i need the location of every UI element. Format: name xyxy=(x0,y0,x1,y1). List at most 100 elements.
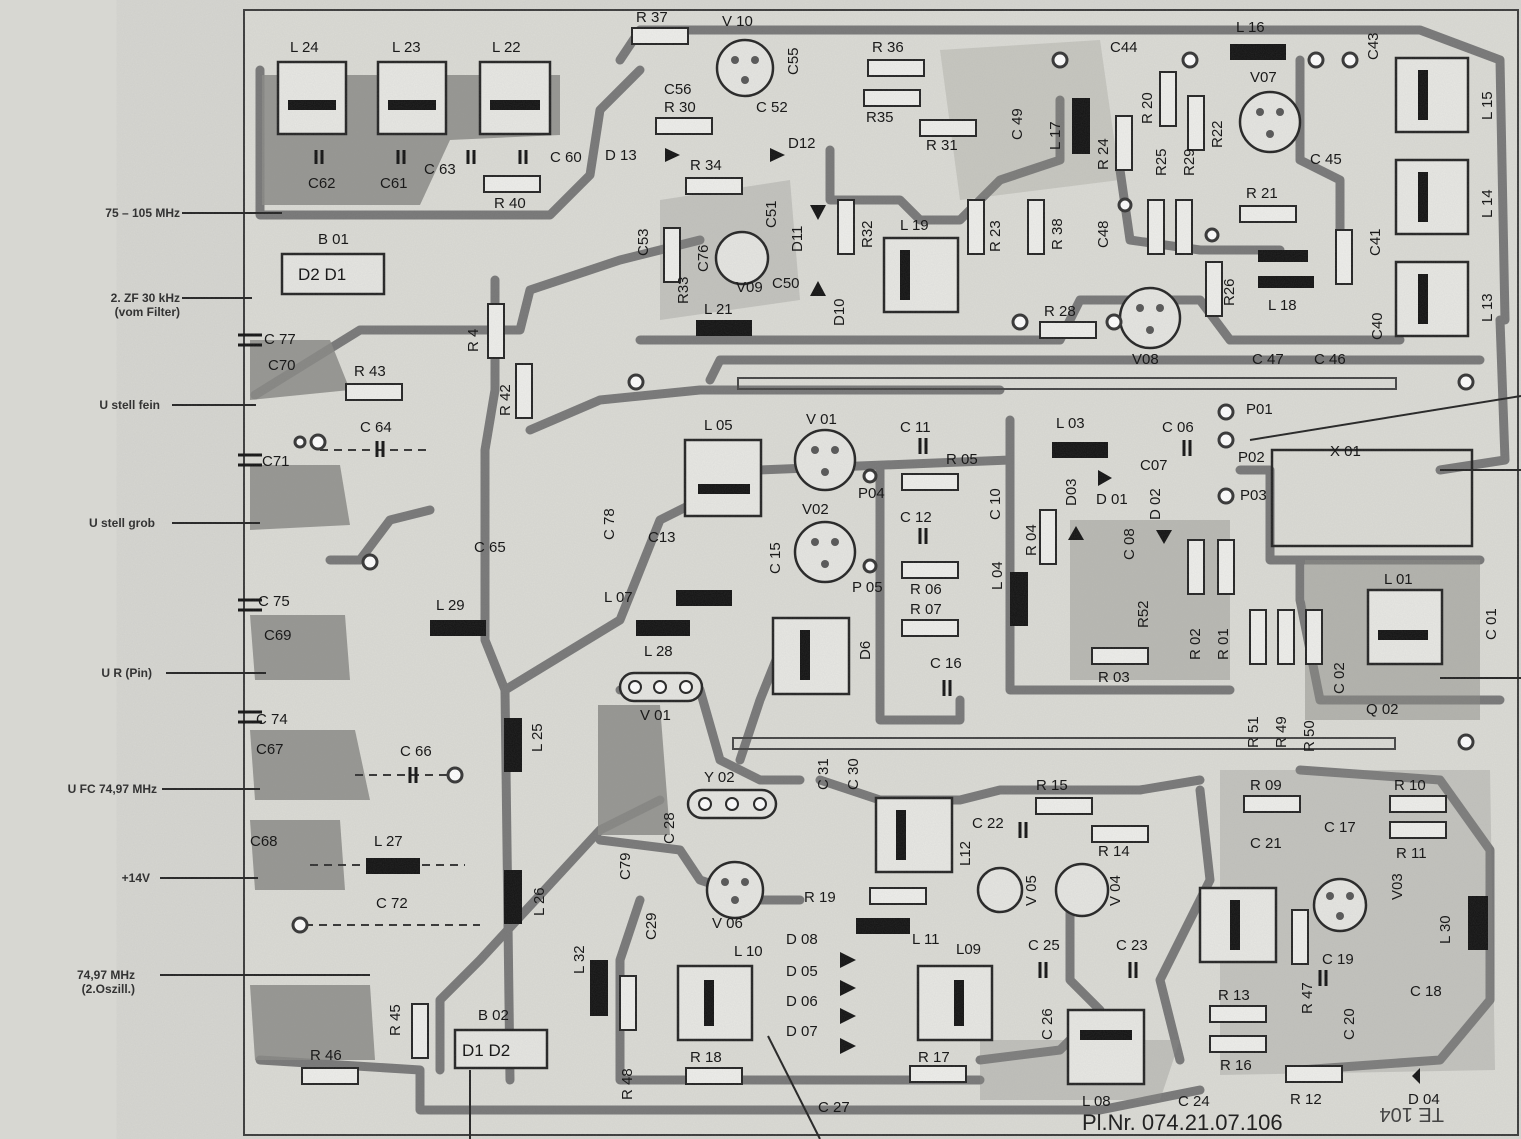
label-L10: L 10 xyxy=(734,943,763,960)
label-C75: C 75 xyxy=(258,593,290,610)
label-R10: R 10 xyxy=(1394,777,1426,794)
label-C28: C 28 xyxy=(661,812,678,844)
label-C66: C 66 xyxy=(400,743,432,760)
label-C65: C 65 xyxy=(474,539,506,556)
label-R36: R 36 xyxy=(872,39,904,56)
label-P02: P02 xyxy=(1238,449,1265,466)
label-u-r-pin: U R (Pin) xyxy=(101,666,152,680)
label-R45: R 45 xyxy=(387,1004,404,1036)
label-R4: R 4 xyxy=(465,329,482,352)
label-C10: C 10 xyxy=(987,488,1004,520)
label-7497-line1: 74,97 MHz xyxy=(76,968,135,982)
label-R26: R26 xyxy=(1221,278,1238,306)
label-C47: C 47 xyxy=(1252,351,1284,368)
label-R47: R 47 xyxy=(1299,982,1316,1014)
label-R19: R 19 xyxy=(804,889,836,906)
label-L27: L 27 xyxy=(374,833,403,850)
label-D05: D 05 xyxy=(786,963,818,980)
label-R01: R 01 xyxy=(1215,628,1232,660)
label-R16: R 16 xyxy=(1220,1057,1252,1074)
label-R18: R 18 xyxy=(690,1049,722,1066)
label-C72: C 72 xyxy=(376,895,408,912)
label-R33: R33 xyxy=(675,276,692,304)
label-V09: V09 xyxy=(736,279,763,296)
label-C63: C 63 xyxy=(424,161,456,178)
label-C45: C 45 xyxy=(1310,151,1342,168)
label-C29: C29 xyxy=(643,912,660,940)
label-V06: V 06 xyxy=(712,915,743,932)
label-C27: C 27 xyxy=(818,1099,850,1116)
label-R24: R 24 xyxy=(1095,138,1112,170)
label-X01: X 01 xyxy=(1330,443,1361,460)
label-C61: C61 xyxy=(380,175,408,192)
label-C78: C 78 xyxy=(601,508,618,540)
label-D06: D6 xyxy=(857,641,874,660)
label-R52: R52 xyxy=(1135,600,1152,628)
label-R51: R 51 xyxy=(1245,716,1262,748)
label-R09: R 09 xyxy=(1250,777,1282,794)
label-B02: B 02 xyxy=(478,1007,509,1024)
label-V07: V07 xyxy=(1250,69,1277,86)
label-R32: R32 xyxy=(859,220,876,248)
label-C25: C 25 xyxy=(1028,937,1060,954)
label-C23: C 23 xyxy=(1116,937,1148,954)
label-D03: D03 xyxy=(1063,478,1080,506)
label-L32: L 32 xyxy=(571,945,588,974)
label-R46: R 46 xyxy=(310,1047,342,1064)
label-C46: C 46 xyxy=(1314,351,1346,368)
label-R30: R 30 xyxy=(664,99,696,116)
label-L01: L 01 xyxy=(1384,571,1413,588)
label-C16: C 16 xyxy=(930,655,962,672)
label-L15: L 15 xyxy=(1479,91,1496,120)
label-R20: R 20 xyxy=(1139,92,1156,124)
label-R34: R 34 xyxy=(690,157,722,174)
label-R23: R 23 xyxy=(987,220,1004,252)
label-C71: C71 xyxy=(262,453,290,470)
label-L18: L 18 xyxy=(1268,297,1297,314)
label-C68: C68 xyxy=(250,833,278,850)
label-R06: R 06 xyxy=(910,581,942,598)
label-C77: C 77 xyxy=(264,331,296,348)
label-D13: D 13 xyxy=(605,147,637,164)
label-L17: L 17 xyxy=(1047,121,1064,150)
label-R04: R 04 xyxy=(1023,524,1040,556)
label-R35: R35 xyxy=(866,109,894,126)
label-C52: C 52 xyxy=(756,99,788,116)
label-R22: R22 xyxy=(1209,120,1226,148)
label-P05: P 05 xyxy=(852,579,883,596)
board-part-number: Pl.Nr. 074.21.07.106 xyxy=(1082,1110,1283,1135)
label-D06b: D 06 xyxy=(786,993,818,1010)
label-L28: L 28 xyxy=(644,643,673,660)
label-R43: R 43 xyxy=(354,363,386,380)
label-R07: R 07 xyxy=(910,601,942,618)
label-C53: C53 xyxy=(635,228,652,256)
label-R38: R 38 xyxy=(1049,218,1066,250)
label-7497-line2: (2.Oszill.) xyxy=(81,982,135,996)
label-C64: C 64 xyxy=(360,419,392,436)
label-C43: C43 xyxy=(1365,32,1382,60)
label-C51: C51 xyxy=(763,200,780,228)
label-C50: C50 xyxy=(772,275,800,292)
label-C48: C48 xyxy=(1095,220,1112,248)
label-C60: C 60 xyxy=(550,149,582,166)
label-C69: C69 xyxy=(264,627,292,644)
label-V04: V 04 xyxy=(1107,875,1124,906)
label-C76: C76 xyxy=(695,244,712,272)
label-C19: C 19 xyxy=(1322,951,1354,968)
label-C40: C40 xyxy=(1369,312,1386,340)
label-R12: R 12 xyxy=(1290,1091,1322,1108)
label-L19: L 19 xyxy=(900,217,929,234)
label-R37: R 37 xyxy=(636,9,668,26)
label-7497-mhz-osc: 74,97 MHz (2.Oszill.) xyxy=(40,968,135,996)
label-u-stell-grob: U stell grob xyxy=(88,516,155,530)
label-C18: C 18 xyxy=(1410,983,1442,1000)
label-D10: D10 xyxy=(831,298,848,326)
label-C67: C67 xyxy=(256,741,284,758)
label-C21: C 21 xyxy=(1250,835,1282,852)
label-u-stell-fein: U stell fein xyxy=(99,398,160,412)
label-L03: L 03 xyxy=(1056,415,1085,432)
label-C12: C 12 xyxy=(900,509,932,526)
label-C79: C79 xyxy=(617,852,634,880)
label-L26: L 26 xyxy=(531,887,548,916)
label-R14: R 14 xyxy=(1098,843,1130,860)
